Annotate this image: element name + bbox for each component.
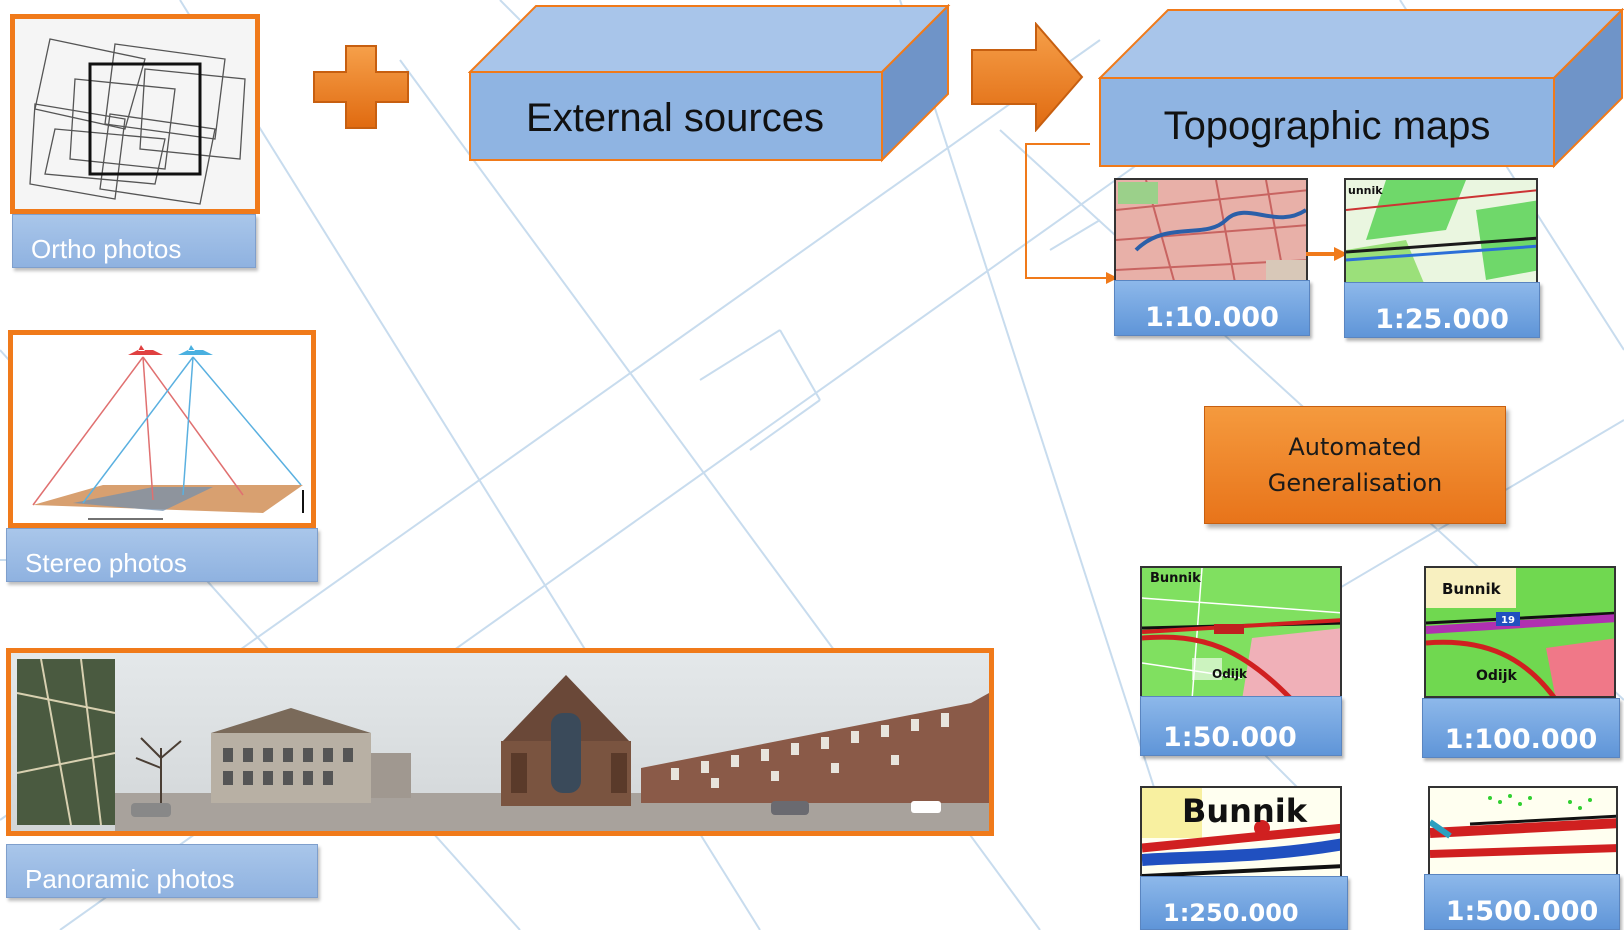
map-place-name-odijk: Odijk: [1476, 668, 1518, 684]
topographic-maps-box: [1098, 8, 1624, 169]
map-place-name-odijk: Odijk: [1212, 667, 1248, 681]
automated-generalisation-box: Automated Generalisation: [1204, 406, 1506, 524]
connector-arrow: [1025, 143, 1118, 284]
external-sources-label: External sources: [526, 96, 824, 140]
map-thumbnail-100000: 19 Bunnik Odijk: [1424, 566, 1616, 698]
map-thumbnail-25000: unnik: [1344, 178, 1538, 286]
map-thumbnail-10000: [1114, 178, 1308, 286]
generalisation-line-2: Generalisation: [1267, 469, 1443, 497]
panoramic-street-illustration: [11, 653, 989, 831]
stereo-photos-label: Stereo photos: [6, 528, 318, 582]
map-place-name-bunnik: Bunnik: [1150, 571, 1201, 586]
panoramic-photos-label: Panoramic photos: [6, 844, 318, 898]
ortho-photos-label: Ortho photos: [12, 214, 256, 268]
stereo-diagram-illustration: [32, 345, 304, 520]
ortho-photo-frame: [10, 14, 260, 214]
stereo-photo-frame: [8, 330, 316, 528]
airplane-icon: [128, 345, 163, 355]
map-100000-illustration: 19 Bunnik Odijk: [1426, 568, 1614, 696]
scale-label-500000: 1:500.000: [1424, 874, 1620, 930]
map-thumbnail-500000: [1428, 786, 1618, 890]
map-place-name-bunnik: Bunnik: [1442, 580, 1502, 598]
arrow-right-icon: [971, 22, 1084, 132]
scale-label-250000: 1:250.000: [1140, 876, 1348, 930]
map-place-name-unnik: unnik: [1348, 184, 1383, 197]
scale-label-25000: 1:25.000: [1344, 282, 1540, 338]
generalisation-line-1: Automated: [1288, 433, 1422, 461]
ortho-footprint-illustration: [15, 19, 255, 209]
map-50000-illustration: Bunnik Odijk: [1142, 568, 1340, 696]
map-thumbnail-50000: Bunnik Odijk: [1140, 566, 1342, 698]
map-250000-illustration: Bunnik: [1142, 788, 1340, 888]
map-thumbnail-250000: Bunnik: [1140, 786, 1342, 890]
scale-label-100000: 1:100.000: [1422, 698, 1620, 758]
scale-label-50000: 1:50.000: [1140, 696, 1342, 756]
city-map-illustration: [1116, 180, 1306, 284]
airplane-icon: [178, 345, 213, 355]
map-route-number: 19: [1501, 615, 1515, 626]
rural-map-illustration: unnik: [1346, 180, 1536, 284]
external-sources-box: [468, 4, 951, 163]
small-arrow-icon: [1306, 247, 1348, 261]
plus-icon: [313, 45, 409, 129]
map-place-name-bunnik: Bunnik: [1182, 792, 1308, 830]
scale-label-10000: 1:10.000: [1114, 280, 1310, 336]
map-500000-illustration: [1430, 788, 1616, 888]
topographic-maps-label: Topographic maps: [1163, 104, 1491, 148]
panoramic-photo-frame: [6, 648, 994, 836]
